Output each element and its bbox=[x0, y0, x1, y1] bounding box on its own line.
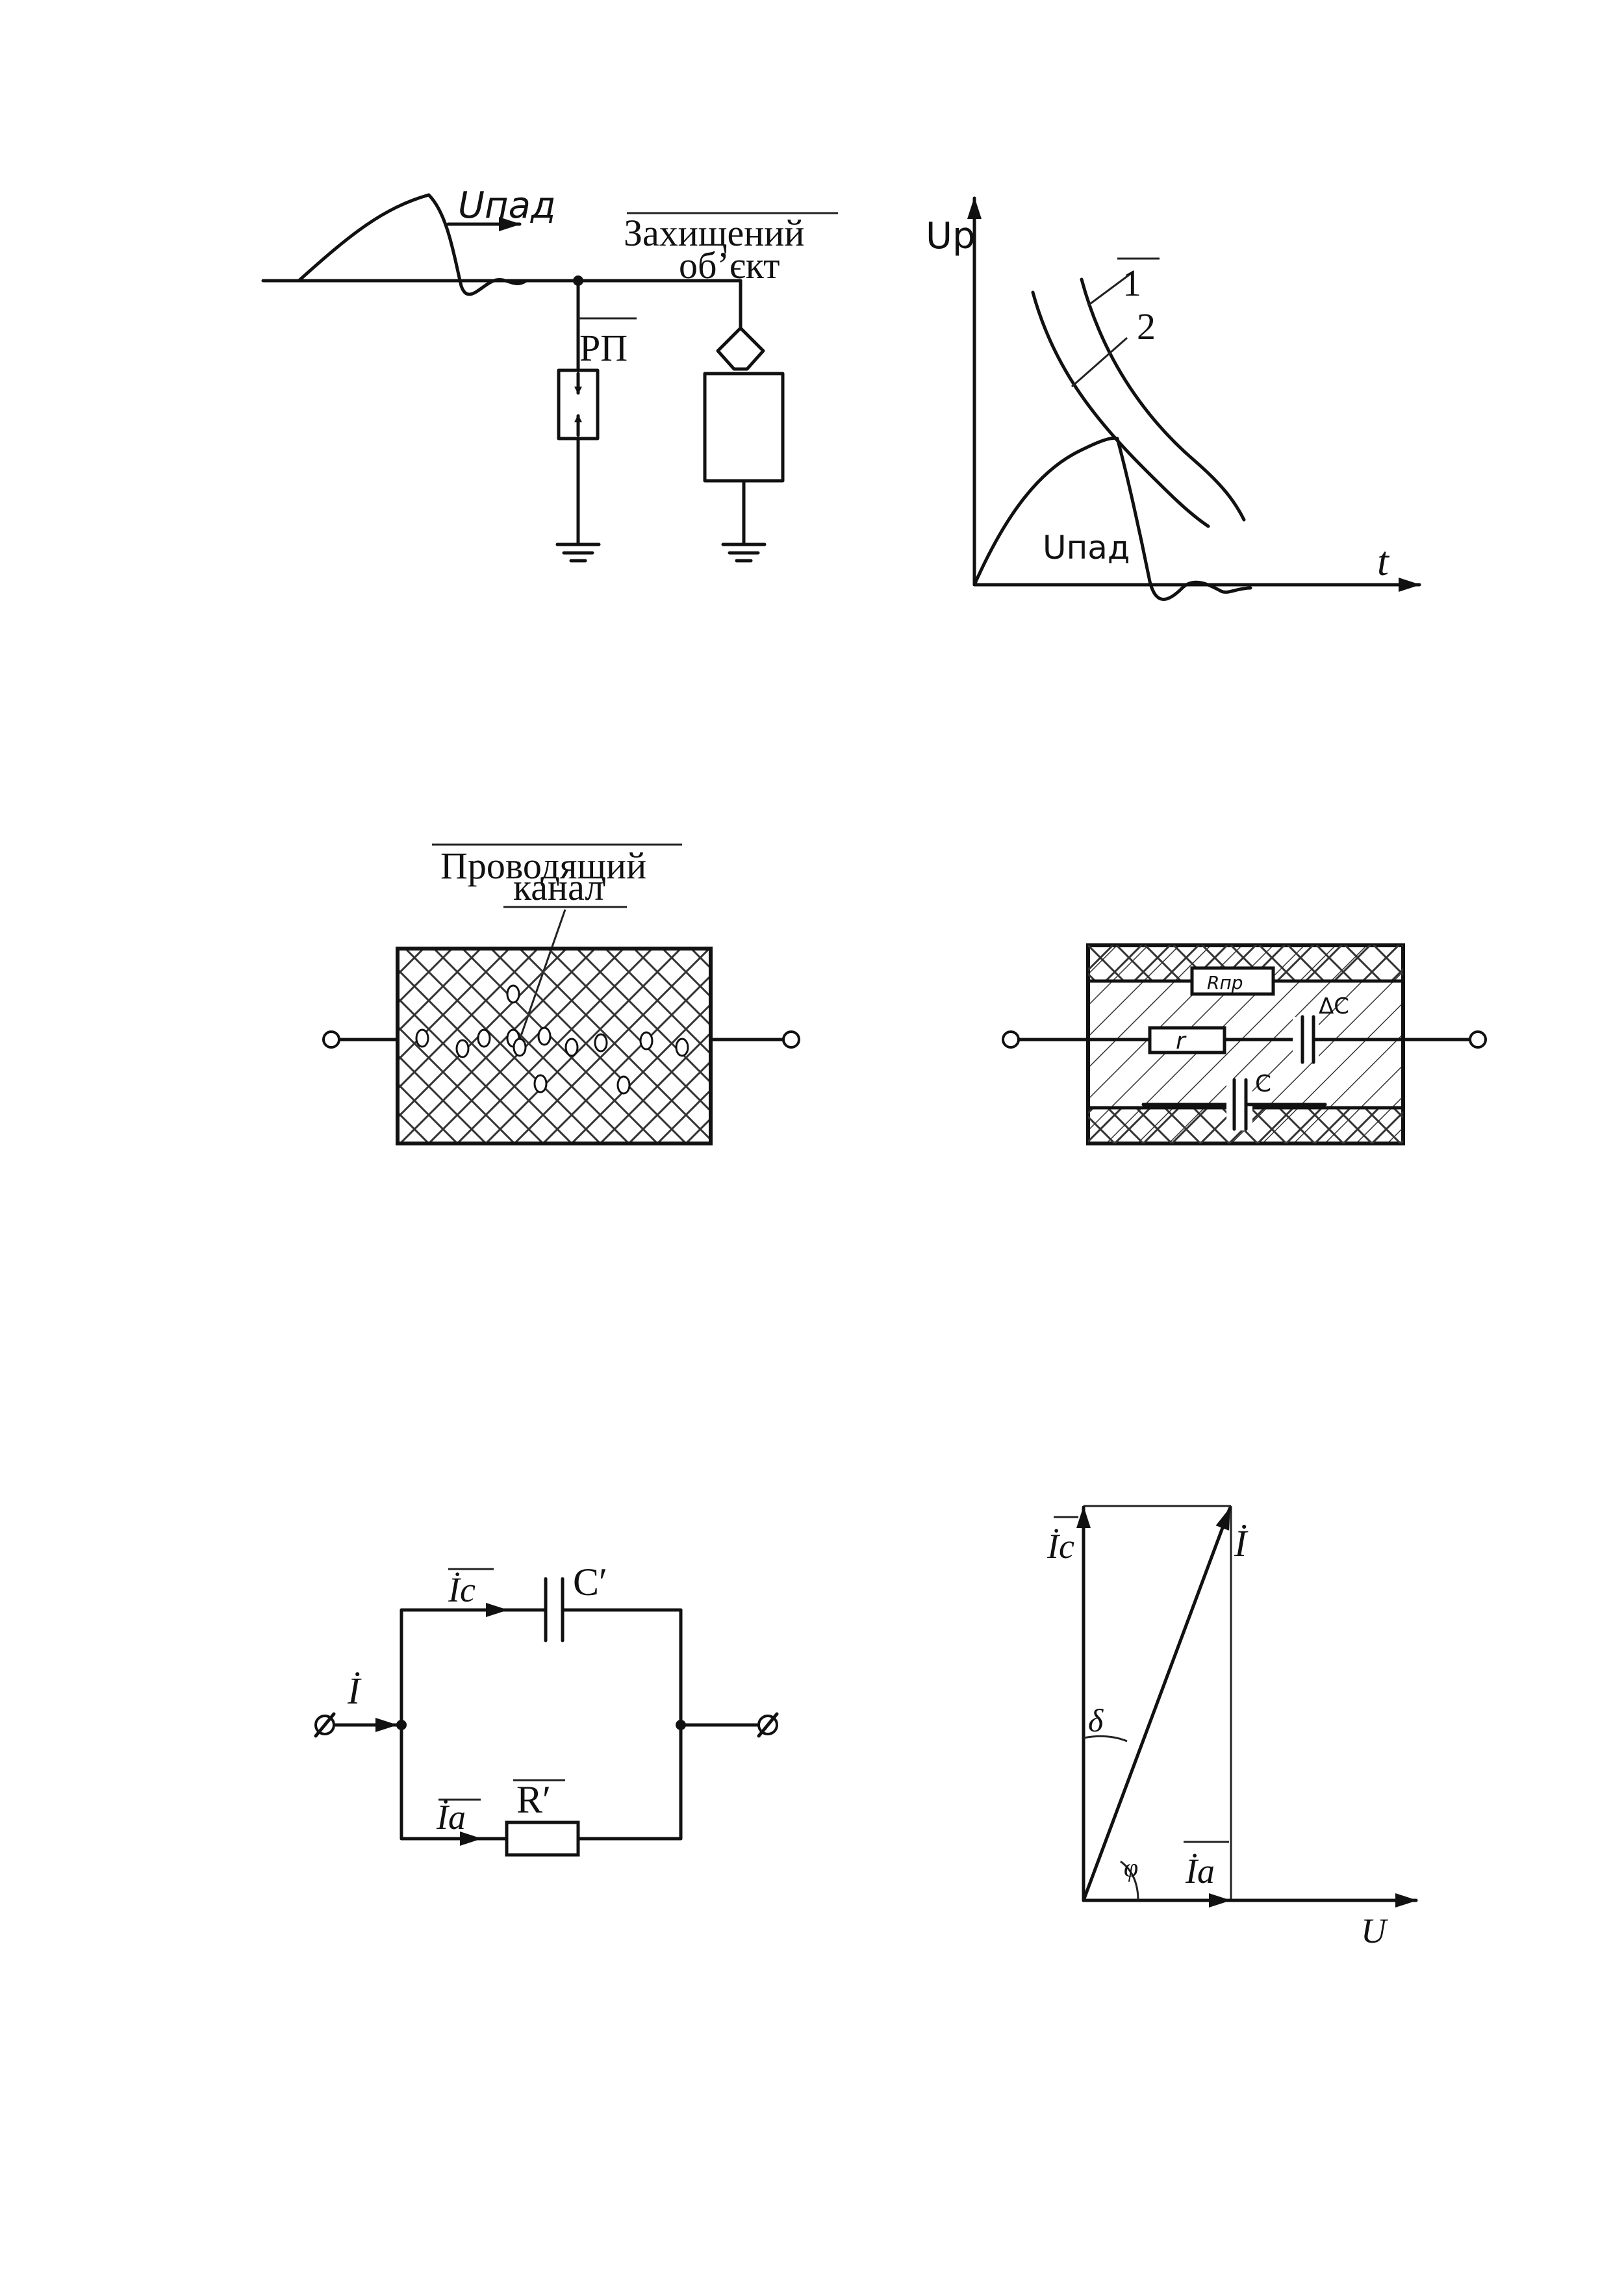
protected-object-label-line2: об’єкт bbox=[679, 244, 780, 287]
right-terminal bbox=[782, 1030, 800, 1049]
curve-1-label: 1 bbox=[1123, 262, 1141, 304]
cap-current-label: İc bbox=[448, 1570, 476, 1609]
total-current-label: İ bbox=[347, 1670, 362, 1712]
arrester-label: РП bbox=[579, 327, 628, 369]
ground-icon bbox=[555, 543, 601, 563]
r-label: r bbox=[1176, 1028, 1187, 1054]
curve-2-label: 2 bbox=[1137, 305, 1156, 348]
volt-time-chart: Uр t 1 2 Uпад bbox=[926, 196, 1421, 601]
channel-label-line1: Проводящий bbox=[440, 845, 646, 887]
phasor-diagram: U İc İ İa δ φ bbox=[1047, 1505, 1418, 1950]
y-axis-label: Uр bbox=[926, 215, 976, 257]
delta-arc bbox=[1083, 1735, 1128, 1742]
phi-arc bbox=[1120, 1860, 1139, 1901]
rpr-label: Rпр bbox=[1207, 972, 1243, 993]
dielectric-block bbox=[396, 947, 713, 1145]
surge-protection-circuit: Uпад Захищений об’єкт РП bbox=[261, 185, 838, 563]
incident-wave-label: Uпад bbox=[458, 185, 556, 227]
left-terminal bbox=[1002, 1030, 1020, 1049]
protected-object-label-line1: Захищений bbox=[624, 212, 804, 254]
ic-label: İc bbox=[1047, 1527, 1074, 1566]
left-terminal bbox=[322, 1030, 340, 1049]
i-label: İ bbox=[1234, 1522, 1249, 1564]
channel-particles bbox=[415, 984, 689, 1095]
delta-label: δ bbox=[1088, 1702, 1104, 1739]
output-terminal-slash bbox=[757, 1712, 779, 1738]
phi-label: φ bbox=[1124, 1853, 1138, 1882]
ground-icon bbox=[721, 543, 767, 563]
dc-label: ΔC bbox=[1319, 993, 1349, 1019]
protected-object-body bbox=[703, 372, 785, 483]
rpr-resistor bbox=[1190, 966, 1275, 996]
c-label: C bbox=[1255, 1071, 1271, 1097]
conducting-channel-figure: Проводящий канал bbox=[322, 843, 800, 1145]
input-terminal-slash bbox=[314, 1712, 336, 1738]
cap-label: C′ bbox=[573, 1561, 607, 1603]
x-axis-label: t bbox=[1377, 538, 1390, 584]
channel-label-line2: канал bbox=[513, 866, 603, 908]
res-current-label: İa bbox=[436, 1798, 466, 1837]
incident-wave-shape bbox=[297, 193, 528, 296]
curve-2 bbox=[1031, 290, 1210, 528]
i-phasor bbox=[1082, 1507, 1232, 1902]
ia-label: İa bbox=[1185, 1852, 1215, 1891]
equivalent-circuit-figure: Rпр r ΔC C bbox=[1002, 943, 1487, 1145]
bushing-icon bbox=[716, 326, 765, 371]
curve-2-leader bbox=[1071, 337, 1128, 388]
curve-1 bbox=[1080, 277, 1246, 522]
curve-1-leader bbox=[1087, 270, 1134, 307]
u-axis-label: U bbox=[1361, 1911, 1388, 1950]
incident-wave-curve bbox=[972, 436, 1252, 601]
parallel-rc-circuit: İ İc C′ İa R′ bbox=[314, 1561, 779, 1857]
incident-wave-label: Uпад bbox=[1043, 529, 1130, 567]
right-terminal bbox=[1469, 1030, 1487, 1049]
resistor-r-prime bbox=[505, 1820, 580, 1857]
capacitor-c-prime bbox=[544, 1577, 565, 1642]
r-resistor bbox=[1148, 1026, 1226, 1054]
res-label: R′ bbox=[516, 1778, 551, 1821]
